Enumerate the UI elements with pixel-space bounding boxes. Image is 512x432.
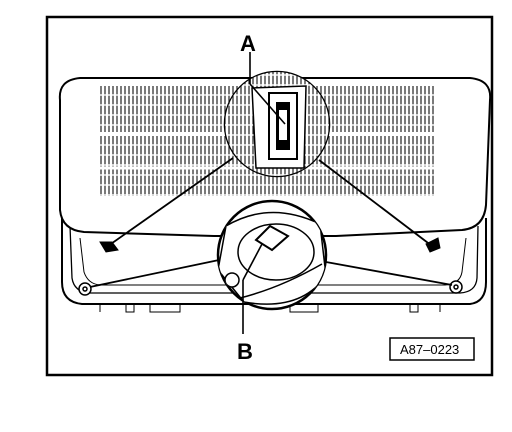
callout-a: A (240, 31, 256, 56)
reference-box (389, 337, 475, 361)
detail-circle-b (216, 199, 328, 311)
callout-b: B (237, 339, 253, 364)
clip-tab (254, 224, 290, 252)
leader-lines (89, 157, 453, 288)
reference-code: A87–0223 (400, 342, 459, 357)
detail-circle-a (223, 70, 331, 178)
housing-screws (78, 280, 463, 296)
callout-leaders (242, 52, 286, 334)
retaining-clips (99, 237, 441, 253)
